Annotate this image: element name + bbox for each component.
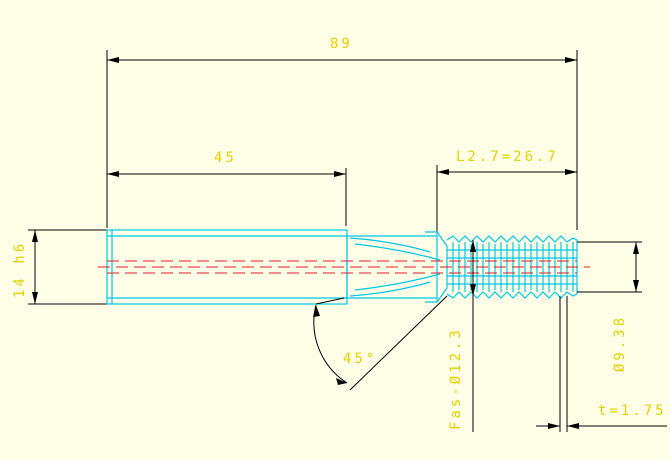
shank-length-label: 45 bbox=[214, 150, 237, 166]
dimension-shank-diameter: 14 h6 bbox=[12, 229, 107, 305]
pitch-label: t=1.75 bbox=[598, 403, 667, 419]
overall-length-label: 89 bbox=[330, 36, 353, 52]
dimension-overall-length: 89 bbox=[106, 36, 578, 230]
dimension-core-diameter: Ø9.38 bbox=[577, 241, 642, 372]
dimension-chamfer-diameter: Fas-Ø12.3 bbox=[448, 240, 476, 432]
dimension-shank-length: 45 bbox=[107, 150, 347, 226]
chamfer-diameter-label: Fas-Ø12.3 bbox=[448, 327, 464, 430]
centerline bbox=[98, 260, 590, 274]
thread-length-label: L2.7=26.7 bbox=[456, 149, 559, 165]
tool-body bbox=[98, 229, 590, 305]
chamfer-angle-label: 45° bbox=[343, 351, 377, 367]
dimension-thread-length: L2.7=26.7 bbox=[436, 149, 577, 232]
dimension-pitch: t=1.75 bbox=[536, 296, 667, 432]
shank-diameter-label: 14 h6 bbox=[12, 241, 28, 298]
thread-section bbox=[446, 235, 578, 299]
core-diameter-label: Ø9.38 bbox=[612, 315, 628, 372]
dimension-chamfer-angle: 45° bbox=[313, 295, 448, 391]
